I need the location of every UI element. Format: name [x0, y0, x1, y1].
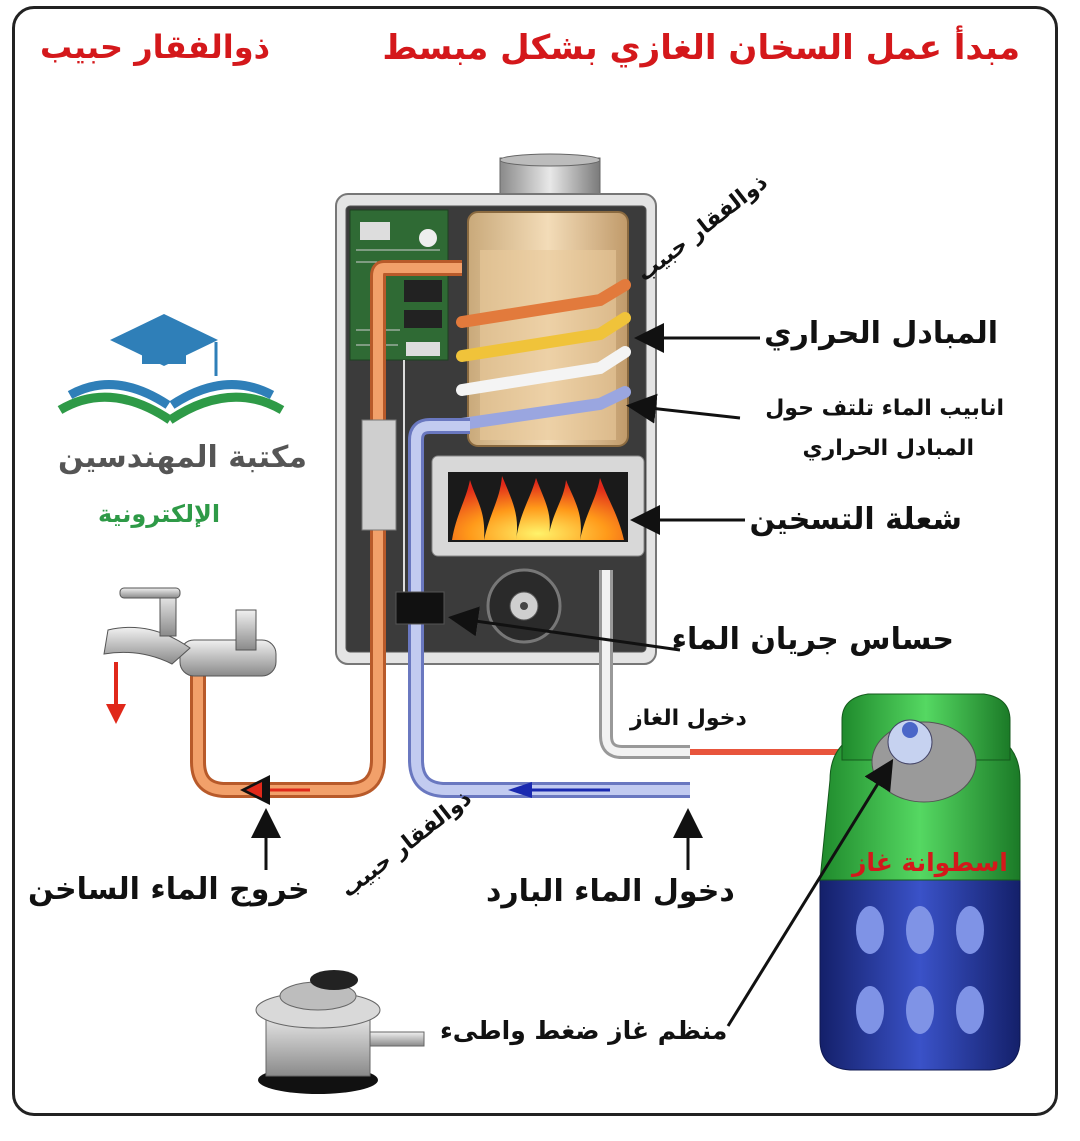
label-gas-inlet: دخول الغاز [630, 706, 747, 731]
flow-sensor [395, 360, 445, 625]
faucet-icon [103, 587, 277, 724]
label-flame: شعلة التسخين [749, 502, 962, 537]
logo-name: مكتبة المهندسين [58, 440, 307, 475]
label-pipes-line2: المبادل الحراري [802, 436, 974, 461]
label-heat-exchanger: المبادل الحراري [764, 316, 998, 351]
label-flow-sensor: حساس جريان الماء [671, 622, 954, 657]
label-pipes-line1: انابيب الماء تلتف حول [765, 396, 1004, 421]
page-title: مبدأ عمل السخان الغازي بشكل مبسط [382, 28, 1020, 68]
pointer-arrows [251, 323, 894, 1027]
burner [431, 455, 645, 557]
author-credit: ذوالفقار حبيب [40, 28, 270, 66]
regulator-icon [255, 970, 425, 1094]
label-cylinder: اسطوانة غاز [852, 848, 1008, 877]
pipe-fitting [361, 419, 397, 531]
gas-cylinder [819, 693, 1021, 1071]
logo-icon [57, 314, 285, 424]
coil-pipes [456, 279, 631, 430]
control-board [349, 209, 449, 361]
label-hot-out: خروج الماء الساخن [28, 872, 310, 907]
label-regulator: منظم غاز ضغط واطىء [440, 1016, 728, 1045]
flue-outlet [499, 153, 601, 197]
label-cold-in: دخول الماء البارد [486, 874, 735, 909]
logo-subtitle: الإلكترونية [98, 500, 221, 528]
